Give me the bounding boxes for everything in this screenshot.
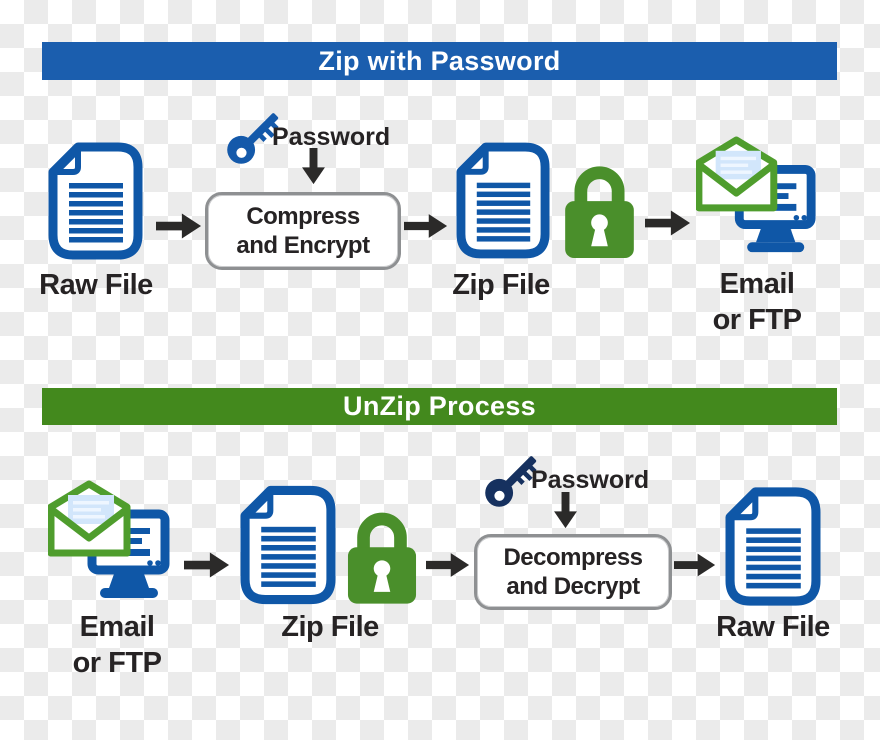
email-computer-icon (48, 480, 172, 608)
decompress-decrypt-line2: and Decrypt (506, 573, 640, 600)
compress-encrypt-line1: Compress (246, 203, 360, 230)
raw-file-label: Raw File (716, 611, 830, 643)
arrow-down-icon (552, 492, 579, 529)
password-label: Password (531, 466, 650, 494)
zip-header-bar: Zip with Password (42, 42, 837, 80)
raw-file-document-icon (48, 142, 143, 260)
arrow-right-icon (404, 212, 448, 240)
raw-file-document-icon (725, 486, 821, 607)
zip-file-label: Zip File (452, 269, 550, 301)
decompress-decrypt-box: Decompress and Decrypt (474, 534, 672, 610)
zip-file-document-icon (456, 141, 550, 260)
compress-encrypt-box: Compress and Encrypt (205, 192, 401, 270)
email-ftp-label-line1: Email (719, 268, 795, 300)
zip-file-label: Zip File (281, 611, 379, 643)
email-ftp-label-line2: or FTP (72, 647, 162, 679)
email-ftp-label-line1: Email (79, 611, 155, 643)
zip-file-document-icon (240, 484, 336, 606)
arrow-right-icon (645, 209, 691, 237)
padlock-icon (564, 157, 635, 259)
zip-header-title: Zip with Password (318, 45, 561, 76)
compress-encrypt-line2: and Encrypt (236, 232, 370, 259)
unzip-header-bar: UnZip Process (42, 388, 837, 425)
email-computer-icon (696, 136, 818, 262)
arrow-right-icon (674, 551, 716, 579)
raw-file-label: Raw File (39, 269, 153, 301)
email-ftp-label-line2: or FTP (712, 304, 802, 336)
arrow-right-icon (156, 212, 202, 240)
arrow-down-icon (300, 148, 327, 185)
arrow-right-icon (426, 551, 470, 579)
unzip-header-title: UnZip Process (343, 391, 536, 421)
padlock-icon (347, 502, 417, 606)
password-label: Password (272, 123, 391, 151)
decompress-decrypt-line1: Decompress (503, 544, 643, 571)
arrow-right-icon (184, 551, 230, 579)
